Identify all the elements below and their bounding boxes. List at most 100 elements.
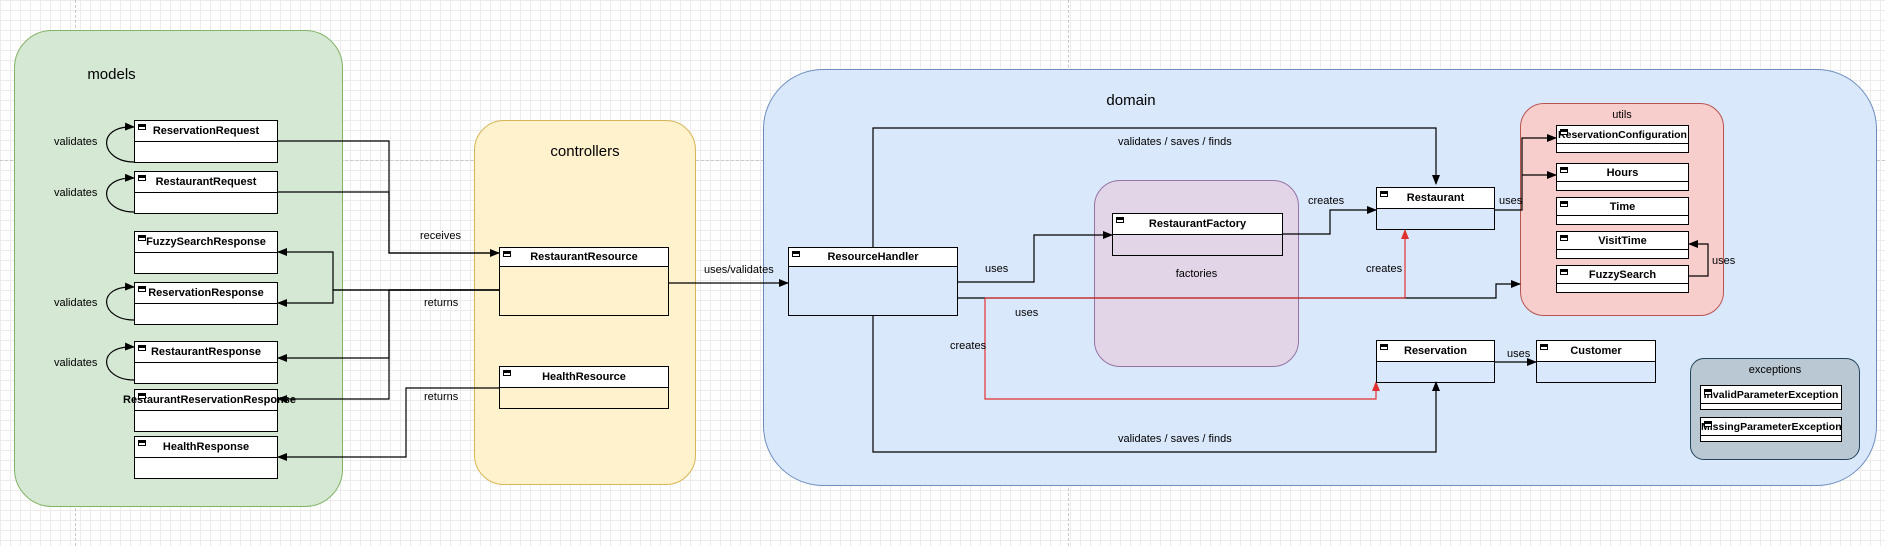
class-icon — [138, 440, 146, 446]
label-uses-utils: uses — [1015, 307, 1039, 319]
class-name: RestaurantResource — [530, 251, 638, 263]
label-creates-restaurant: creates — [1366, 263, 1403, 275]
class-invalid-parameter-exception[interactable]: InvalidParameterException — [1700, 385, 1842, 410]
class-icon — [138, 235, 146, 241]
class-name: Hours — [1606, 167, 1639, 179]
label-creates-factory: creates — [1308, 195, 1345, 207]
class-name: ReservationRequest — [152, 125, 260, 137]
edge-creates-reservation-red — [984, 298, 1380, 400]
models-title: models — [87, 66, 136, 83]
class-hours[interactable]: Hours — [1556, 163, 1689, 191]
label-validates-4: validates — [54, 357, 98, 369]
class-visit-time[interactable]: VisitTime — [1556, 231, 1689, 259]
label-creates-reservation: creates — [950, 340, 987, 352]
class-reservation[interactable]: Reservation — [1376, 340, 1495, 383]
class-icon — [792, 251, 800, 257]
edge-uses-factory — [958, 231, 1113, 283]
class-name: RestaurantFactory — [1148, 218, 1247, 230]
class-name: ResourceHandler — [827, 251, 919, 263]
edge-creates-restaurant-red — [985, 229, 1409, 299]
class-health-response[interactable]: HealthResponse — [134, 436, 278, 479]
class-name: RestaurantRequest — [155, 176, 257, 188]
class-name: ReservationConfiguration — [1558, 129, 1687, 141]
edge-validates-saves-finds-top — [872, 127, 1440, 248]
class-fuzzy-search-response[interactable]: FuzzySearchResponse — [134, 231, 278, 274]
class-icon — [1560, 167, 1568, 173]
label-returns-1: returns — [424, 297, 459, 309]
class-restaurant-reservation-response[interactable]: RestaurantReservationResponse — [123, 389, 296, 432]
class-icon — [1560, 235, 1568, 241]
label-receives: receives — [420, 230, 461, 242]
edge-validates-restaurant-response — [106, 342, 135, 381]
class-reservation-configuration[interactable]: ReservationConfiguration — [1556, 125, 1689, 153]
class-icon — [1560, 201, 1568, 207]
edge-validates-reservation-request — [106, 122, 135, 163]
class-restaurant-request[interactable]: RestaurantRequest — [134, 171, 278, 214]
label-validates-3: validates — [54, 297, 98, 309]
edge-creates-restaurant-factory — [1283, 206, 1377, 235]
class-name: Restaurant — [1406, 192, 1465, 204]
edge-validates-saves-finds-bottom — [872, 315, 1440, 453]
class-name: FuzzySearch — [1588, 269, 1657, 281]
class-reservation-response[interactable]: ReservationResponse — [134, 282, 278, 325]
factories-group[interactable]: factories — [1094, 180, 1299, 367]
class-name: VisitTime — [1598, 235, 1647, 247]
label-uses-validates: uses/validates — [704, 264, 774, 276]
class-fuzzy-search[interactable]: FuzzySearch — [1556, 265, 1689, 293]
class-name: FuzzySearchResponse — [146, 236, 266, 248]
label-uses-fuzzy-visit: uses — [1712, 255, 1736, 267]
class-icon — [138, 286, 146, 292]
class-health-resource[interactable]: HealthResource — [499, 366, 669, 409]
factories-title: factories — [1175, 268, 1218, 280]
class-name: ReservationResponse — [148, 287, 264, 299]
class-icon — [1704, 421, 1712, 427]
class-icon — [503, 370, 511, 376]
class-restaurant[interactable]: Restaurant — [1376, 187, 1495, 230]
class-customer[interactable]: Customer — [1536, 340, 1656, 383]
class-icon — [138, 124, 146, 130]
class-icon — [503, 251, 511, 257]
class-name: HealthResource — [542, 371, 626, 383]
class-name: Reservation — [1404, 345, 1467, 357]
label-uses-customer: uses — [1507, 348, 1531, 360]
edge-receives-restaurant-request — [278, 191, 499, 254]
class-restaurant-resource[interactable]: RestaurantResource — [499, 247, 669, 316]
edge-validates-reservation-response — [106, 282, 135, 321]
controllers-title: controllers — [550, 143, 620, 160]
class-reservation-request[interactable]: ReservationRequest — [134, 120, 278, 163]
class-name: MissingParameterException — [1701, 421, 1842, 433]
edge-returns-restaurant-reservation — [277, 289, 499, 403]
class-name: RestaurantResponse — [150, 346, 262, 358]
edge-uses-utils — [958, 280, 1521, 299]
class-name: Customer — [1570, 345, 1622, 357]
class-icon — [138, 393, 146, 399]
class-name: Time — [1609, 201, 1636, 213]
class-name: HealthResponse — [162, 441, 250, 453]
class-resource-handler[interactable]: ResourceHandler — [788, 247, 958, 316]
label-returns-2: returns — [424, 391, 459, 403]
label-validates-saves-finds-top: validates / saves / finds — [1118, 136, 1232, 148]
class-restaurant-response[interactable]: RestaurantResponse — [134, 341, 278, 384]
class-restaurant-factory[interactable]: RestaurantFactory — [1112, 213, 1283, 256]
label-uses-restaurant-utils: uses — [1499, 195, 1523, 207]
edge-returns-health — [277, 387, 499, 461]
class-icon — [1540, 344, 1548, 350]
class-icon — [1560, 269, 1568, 275]
exceptions-title: exceptions — [1748, 364, 1802, 376]
class-name: RestaurantReservationResponse — [123, 394, 297, 406]
class-missing-parameter-exception[interactable]: MissingParameterException — [1700, 417, 1842, 442]
class-icon — [138, 175, 146, 181]
domain-title: domain — [1106, 92, 1156, 109]
utils-title: utils — [1612, 109, 1632, 121]
class-time[interactable]: Time — [1556, 197, 1689, 225]
class-icon — [1380, 344, 1388, 350]
class-icon — [1704, 389, 1712, 395]
class-icon — [138, 345, 146, 351]
class-icon — [1380, 191, 1388, 197]
class-name: InvalidParameterException — [1703, 389, 1839, 401]
edge-uses-fuzzy-visit — [1688, 240, 1709, 277]
edge-validates-restaurant-request — [106, 173, 135, 213]
controllers-group[interactable]: controllers — [474, 120, 696, 485]
label-validates-2: validates — [54, 187, 98, 199]
